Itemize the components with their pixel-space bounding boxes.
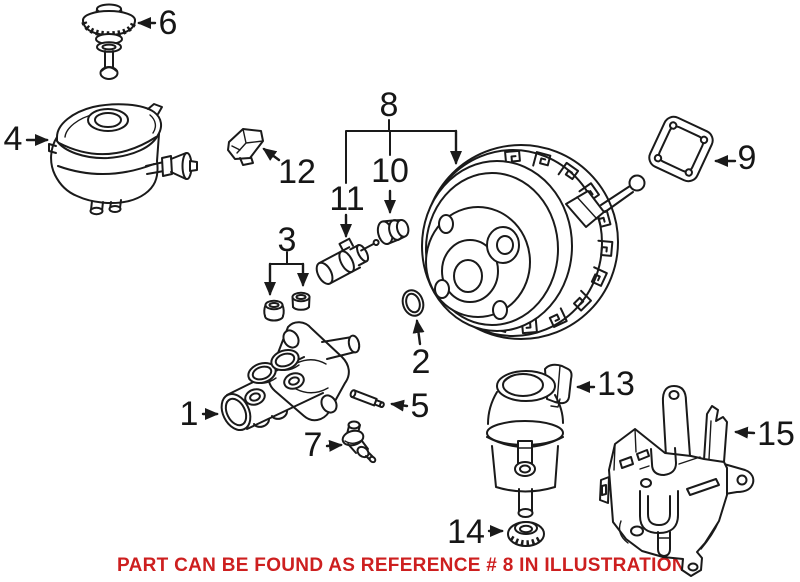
- arrow-2: [412, 319, 425, 346]
- arrow-5: [390, 399, 409, 412]
- part-reservoir-grommets: [263, 291, 311, 322]
- callout-5-label: 5: [410, 387, 430, 425]
- reference-note: PART CAN BE FOUND AS REFERENCE # 8 IN IL…: [117, 555, 686, 576]
- callout-6-label: 6: [158, 4, 178, 42]
- part-pin: [349, 389, 385, 408]
- flange-hole: [282, 329, 300, 349]
- part-check-valve: [341, 420, 377, 464]
- part-clip: [227, 128, 264, 166]
- part-bushing: [507, 521, 545, 547]
- callout-3-label: 3: [277, 221, 297, 259]
- bracket-3: [269, 251, 304, 265]
- part-master-cylinder: [220, 321, 361, 432]
- callout-4-label: 4: [3, 120, 23, 158]
- part-mounting-bracket: [599, 385, 755, 577]
- callout-10-label: 10: [371, 152, 409, 190]
- bolt-hole: [438, 214, 454, 234]
- bolt-hole: [492, 300, 508, 320]
- arrow-12: [262, 147, 281, 162]
- flange-hole: [320, 394, 338, 414]
- callout-15-label: 15: [757, 415, 795, 453]
- part-reservoir-cap: [81, 3, 137, 80]
- callout-7-label: 7: [303, 426, 323, 464]
- part-sensor: [315, 237, 380, 285]
- callout-13-label: 13: [597, 365, 635, 403]
- callout-8-label: 8: [379, 86, 399, 124]
- callout-9-label: 9: [737, 139, 757, 177]
- callout-12-label: 12: [278, 153, 316, 191]
- part-vacuum-pump: [486, 363, 573, 518]
- callout-14-label: 14: [447, 513, 485, 551]
- part-grommet-plug: [376, 218, 410, 245]
- part-gasket: [648, 115, 714, 183]
- part-fluid-reservoir: [48, 103, 198, 216]
- part-o-ring: [401, 289, 425, 317]
- callout-arrows: [25, 17, 756, 537]
- arrow-15: [734, 426, 756, 439]
- callout-2-label: 2: [411, 343, 431, 381]
- pushrod-ball-end: [628, 174, 646, 192]
- callout-11-label: 11: [329, 180, 365, 218]
- bracket-8: [345, 119, 457, 184]
- arrow-7: [325, 439, 343, 452]
- pushrod: [600, 185, 634, 213]
- bolt-hole: [434, 279, 450, 299]
- callout-1-label: 1: [179, 395, 199, 433]
- part-brake-booster: [421, 144, 646, 340]
